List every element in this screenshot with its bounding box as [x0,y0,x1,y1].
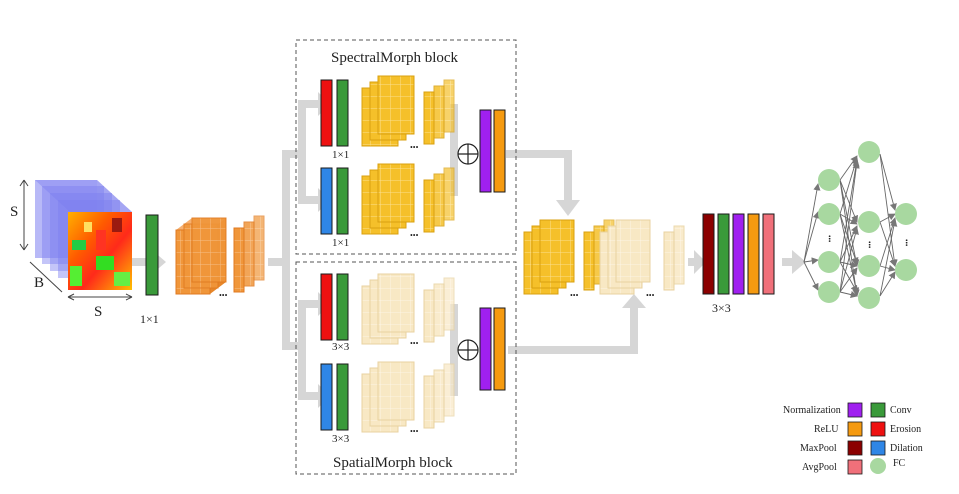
orange-ellipsis: ••• [219,291,228,300]
fc-ellipsis-2: ••• [865,241,873,249]
fc-node [858,287,880,309]
head-avgpool-layer [762,213,775,295]
legend-swatch-avgpool [847,459,863,475]
spectral-conv-bottom-layer [336,167,349,235]
legend-swatch-relu [847,421,863,437]
orange-feature-block [175,215,265,295]
fc-node [818,281,840,303]
arrow-splitter [282,150,290,350]
arrow-spectral-out [556,200,580,216]
legend-label-dilation: Dilation [890,443,923,454]
spatial-top-feature-block [361,273,455,345]
spatial-bottom-ellipsis: ••• [410,427,419,436]
fc-node [858,211,880,233]
spatial-block-frame [295,261,517,475]
cube-height-label: S [10,204,18,220]
spectral-top-feature-block [361,75,455,147]
spatial-conv-bottom-layer [336,363,349,431]
spatial-conv-bottom-kernel: 3×3 [332,433,350,445]
fc-node [818,203,840,225]
spatial-block-title: SpatialMorph block [333,455,453,471]
legend-label-normalization: Normalization [783,405,841,416]
fc-connections [803,153,898,299]
legend-label-erosion: Erosion [890,424,921,435]
legend-swatch-normalization [847,402,863,418]
spatial-top-ellipsis: ••• [410,339,419,348]
legend-label-relu: ReLU [814,424,839,435]
spatial-conv-top-kernel: 3×3 [332,341,350,353]
fc-node [858,141,880,163]
spectral-relu-layer [493,109,506,193]
cube-depth-label: B [34,275,44,291]
head-maxpool-layer [702,213,715,295]
arrow-to-fc [782,250,806,274]
head-conv-layer [717,213,730,295]
arrow-spatial-out [622,294,646,308]
conv-in-kernel: 1×1 [140,312,159,326]
spectral-norm-layer [479,109,492,193]
legend-label-avgpool: AvgPool [802,462,837,473]
fc-ellipsis-3: ••• [902,239,910,247]
spatial-dilation-layer [320,363,333,431]
fc-node [895,203,917,225]
spectral-block-title: SpectralMorph block [331,50,459,66]
flow-arrows [132,92,806,408]
head-layers [702,213,775,295]
merged-cream-block [599,219,685,295]
head-kernel-label: 3×3 [712,301,731,315]
input-cube [19,179,133,301]
merged-cream-ellipsis: ••• [646,291,655,300]
cube-width-label: S [94,304,102,320]
spectral-erosion-layer [320,79,333,147]
spectral-bottom-feature-block [361,163,455,235]
legend-swatch-conv [870,402,886,418]
conv-in-layer [145,214,159,296]
fc-ellipsis-1: ••• [825,235,833,243]
fc-nodes [818,141,917,309]
legend-label-fc: FC [893,458,906,469]
spectral-top-ellipsis: ••• [410,143,419,152]
legend-swatch-dilation [870,440,886,456]
spectral-conv-bottom-kernel: 1×1 [332,237,349,249]
arrow-to-head [688,250,706,274]
spectral-conv-top-kernel: 1×1 [332,149,349,161]
arrow-trunk [268,258,288,266]
legend-swatch-fc [870,458,886,474]
spatial-conv-top-layer [336,273,349,341]
head-norm-layer [732,213,745,295]
spectral-conv-top-layer [336,79,349,147]
fc-node [818,169,840,191]
spatial-bottom-feature-block [361,361,455,433]
fc-node [858,255,880,277]
legend-swatch-maxpool [847,440,863,456]
head-relu-layer [747,213,760,295]
legend-swatch-erosion [870,421,886,437]
spatial-erosion-layer [320,273,333,341]
spectral-bottom-ellipsis: ••• [410,231,419,240]
merged-gold-ellipsis: ••• [570,291,579,300]
legend: Normalization Conv ReLU Erosion MaxPool … [783,402,923,475]
fc-node [895,259,917,281]
spatial-norm-layer [479,307,492,391]
fc-node [818,251,840,273]
legend-label-conv: Conv [890,405,912,416]
legend-label-maxpool: MaxPool [800,443,837,454]
spatial-relu-layer [493,307,506,391]
spectral-dilation-layer [320,167,333,235]
